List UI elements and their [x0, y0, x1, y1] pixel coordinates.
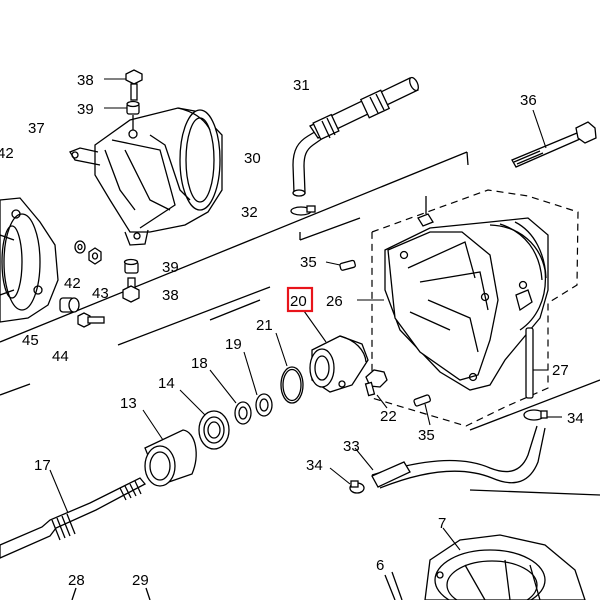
label-34-lower: 34 — [306, 457, 323, 474]
washer-42 — [74, 240, 86, 254]
highlight-box-20 — [286, 286, 314, 313]
washer-39-top — [104, 100, 140, 139]
drive-shaft-17 — [0, 469, 147, 559]
label-35-upper: 35 — [300, 254, 317, 271]
label-38-top: 38 — [77, 72, 94, 89]
label-28: 28 — [68, 572, 85, 589]
label-36: 36 — [520, 92, 537, 109]
pipe-31 — [309, 76, 419, 141]
bearing-14 — [179, 389, 230, 450]
label-43: 43 — [92, 285, 109, 302]
label-14: 14 — [158, 375, 175, 392]
label-30: 30 — [244, 150, 261, 167]
bracket-housing-37 — [69, 107, 223, 246]
housing-7 — [424, 489, 600, 600]
bearing-housing-20 — [303, 310, 369, 393]
label-20: 20 — [290, 293, 307, 310]
label-39-lower: 39 — [162, 259, 179, 276]
label-19: 19 — [225, 336, 242, 353]
clamp-34-lower — [329, 467, 365, 494]
label-33: 33 — [343, 438, 360, 455]
bolt-38-lower — [122, 277, 140, 303]
nut-43 — [88, 247, 102, 265]
parts-28-29-leaders — [71, 587, 151, 600]
nozzle-housing-26 — [357, 196, 549, 391]
label-21: 21 — [256, 317, 273, 334]
label-42-lower: 42 — [64, 275, 81, 292]
pin-35-upper — [325, 259, 356, 271]
sleeve-13 — [142, 409, 197, 487]
label-6: 6 — [376, 557, 384, 574]
bolt-22 — [364, 369, 388, 409]
bolt-38-top — [104, 69, 143, 101]
pin-35-lower — [413, 394, 431, 426]
collar-45 — [59, 297, 80, 313]
label-37: 37 — [28, 120, 45, 137]
label-39-top: 39 — [77, 101, 94, 118]
hose-30 — [292, 129, 324, 197]
label-35-lower: 35 — [418, 427, 435, 444]
clamp-32 — [290, 205, 316, 216]
rod-6 — [384, 571, 403, 600]
label-38-lower: 38 — [162, 287, 179, 304]
o-ring-21 — [275, 332, 304, 404]
label-22: 22 — [380, 408, 397, 425]
label-17: 17 — [34, 457, 51, 474]
clamp-34-right — [523, 409, 562, 421]
label-7: 7 — [438, 515, 446, 532]
washer-39-lower — [123, 258, 139, 274]
hose-33 — [354, 425, 546, 489]
label-32: 32 — [241, 204, 258, 221]
dashed-housing-outline — [371, 189, 579, 427]
bolt-36 — [511, 109, 597, 168]
label-27: 27 — [552, 362, 569, 379]
seal-18 — [209, 369, 252, 425]
label-31: 31 — [293, 77, 310, 94]
label-45: 45 — [22, 332, 39, 349]
label-34-right: 34 — [567, 410, 584, 427]
label-42-top: 42 — [0, 145, 14, 162]
left-housing-partial — [0, 197, 59, 323]
label-13: 13 — [120, 395, 137, 412]
label-26: 26 — [326, 293, 343, 310]
seal-19 — [243, 351, 273, 417]
label-18: 18 — [191, 355, 208, 372]
label-29: 29 — [132, 572, 149, 589]
rod-27 — [525, 327, 548, 399]
bolt-44 — [77, 312, 105, 328]
part-number-labels: 38 39 37 42 31 30 32 36 42 43 39 38 45 4… — [0, 72, 584, 589]
label-44: 44 — [52, 348, 69, 365]
